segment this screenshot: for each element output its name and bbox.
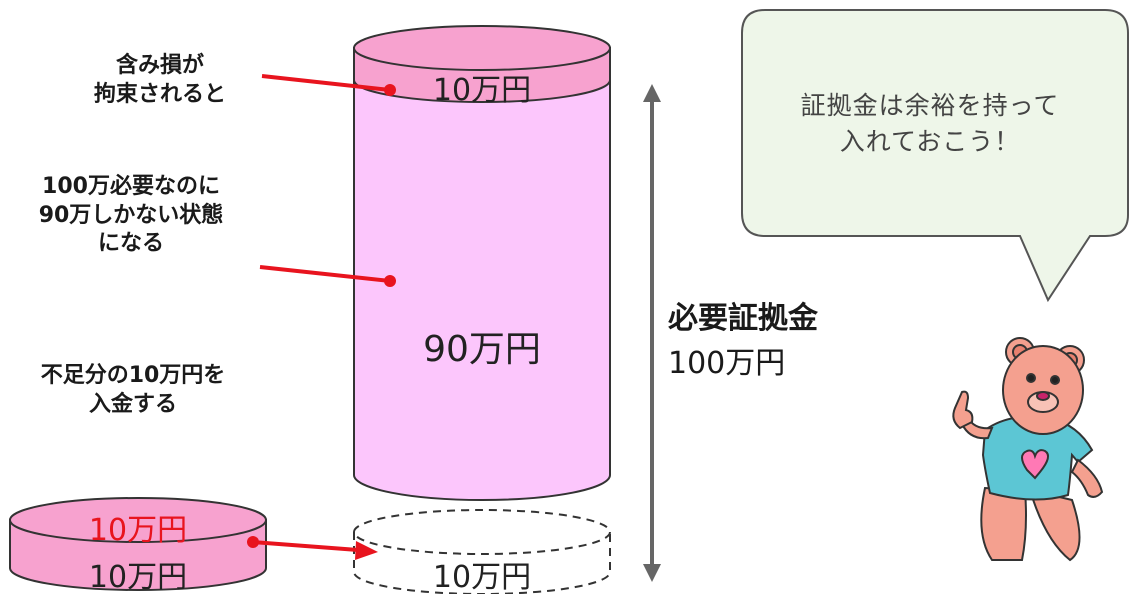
- loss-label: 含み損が 拘束されると: [93, 53, 226, 107]
- small-cylinder-bottom-amount: 10万円: [88, 560, 188, 595]
- requirement-title: 必要証拠金: [668, 301, 818, 336]
- main-cylinder: [353, 25, 611, 501]
- speech-bubble: [741, 9, 1129, 303]
- requirement-amount: 100万円: [668, 346, 786, 381]
- red-arrow-shortage: [259, 265, 396, 287]
- requirement-measure-arrow: [643, 84, 661, 582]
- dashed-cylinder-amount: 10万円: [432, 560, 532, 595]
- red-arrow-deposit: [247, 536, 378, 560]
- red-arrow-loss: [261, 74, 396, 96]
- small-cylinder-top-amount: 10万円: [88, 513, 188, 548]
- cylinder-top-amount: 10万円: [432, 73, 532, 108]
- bubble-text: 証拠金は余裕を持って 入れておこう！: [800, 91, 1060, 157]
- bear-character: [952, 337, 1104, 562]
- deposit-label: 不足分の10万円を 入金する: [40, 363, 226, 417]
- requirement-block: 必要証拠金 100万円: [668, 296, 818, 386]
- shortage-label: 100万必要なのに 90万しかない状態 になる: [38, 174, 224, 257]
- cylinder-main-amount: 90万円: [423, 329, 541, 370]
- small-cylinder: [9, 497, 267, 591]
